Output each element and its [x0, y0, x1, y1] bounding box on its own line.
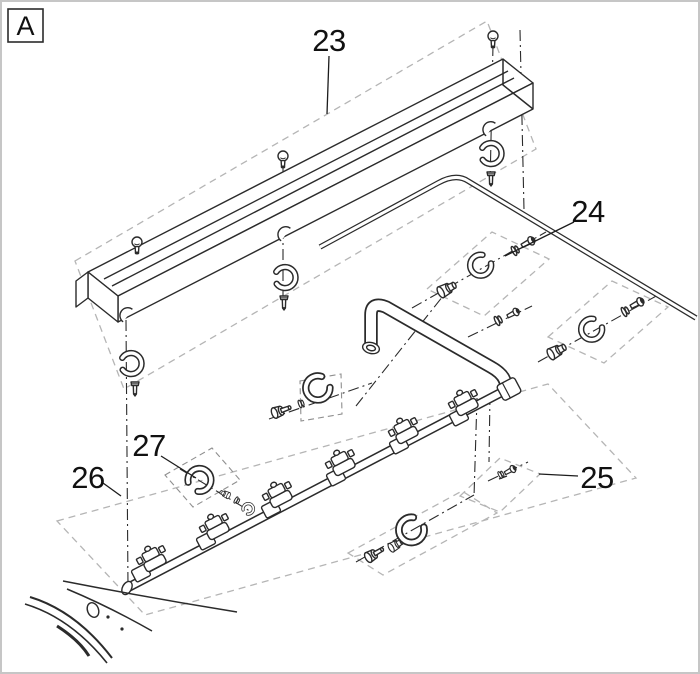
callout-26-label: 26: [71, 460, 104, 495]
bracket-left-lip: [75, 271, 89, 308]
spray-pipe-open-end: [121, 580, 133, 596]
callout-27-label: 27: [132, 428, 165, 463]
axis-mid-clip: [268, 382, 373, 420]
vessel-rim: [24, 580, 238, 664]
leader-line-26: [102, 482, 122, 497]
ghost-box-part26: [55, 383, 638, 616]
view-label-box: A: [7, 8, 44, 43]
part-23-cover-bracket: [75, 58, 534, 323]
ghost-box-lower-clip: [346, 490, 499, 576]
bracket-notch-mid: [277, 226, 291, 242]
rim-arc-outer: [29, 596, 113, 659]
axis-left-long: [125, 319, 129, 589]
bracket-slot-line-2: [111, 77, 515, 287]
ghost-box-mid-clip: [299, 373, 343, 422]
bracket-notch-right: [482, 121, 496, 137]
rim-hole: [86, 602, 100, 618]
view-label-frame: [7, 8, 44, 43]
callout-24-label: 24: [571, 194, 605, 229]
bracket-right-end: [502, 59, 534, 110]
rim-dot: [120, 627, 124, 631]
leader-line-23: [326, 55, 330, 115]
bracket-notch-left: [119, 307, 133, 323]
spray-pipe-fill: [123, 387, 508, 592]
leader-line-25: [538, 473, 579, 477]
supply-tube-fill: [319, 176, 697, 320]
axis-elbow-steep: [355, 295, 444, 407]
leader-line-27: [160, 455, 197, 479]
rim-dot: [106, 615, 110, 619]
tick-screw25: [498, 475, 508, 480]
spray-pipe-assembly: [121, 298, 522, 596]
callout-23-label: 23: [312, 23, 345, 58]
ghost-box-part23: [74, 20, 537, 390]
handle-open-end-bore: [365, 344, 377, 352]
ghost-box-part27: [164, 447, 241, 508]
ghost-box-clip-assembly-1: [425, 231, 551, 317]
callout-25-label: 25: [580, 460, 613, 495]
bracket-slot-line-1: [103, 70, 509, 280]
union-collar: [496, 377, 522, 401]
construction-outlines: [55, 20, 670, 616]
callouts: 23 24 25 26 27: [71, 23, 614, 497]
rim-line-1: [62, 580, 238, 613]
view-label-text: A: [16, 11, 34, 41]
leader-line-24: [504, 221, 575, 257]
supply-tube: [318, 174, 698, 321]
ghost-box-clip-assembly-2: [546, 280, 670, 364]
axis-part27: [179, 468, 254, 514]
rim-arc-inner: [24, 603, 108, 664]
rim-arc-thick: [56, 624, 91, 657]
axis-right-long: [519, 29, 525, 211]
rim-line-2: [66, 588, 153, 632]
axis-elbow-down-1: [473, 397, 478, 498]
